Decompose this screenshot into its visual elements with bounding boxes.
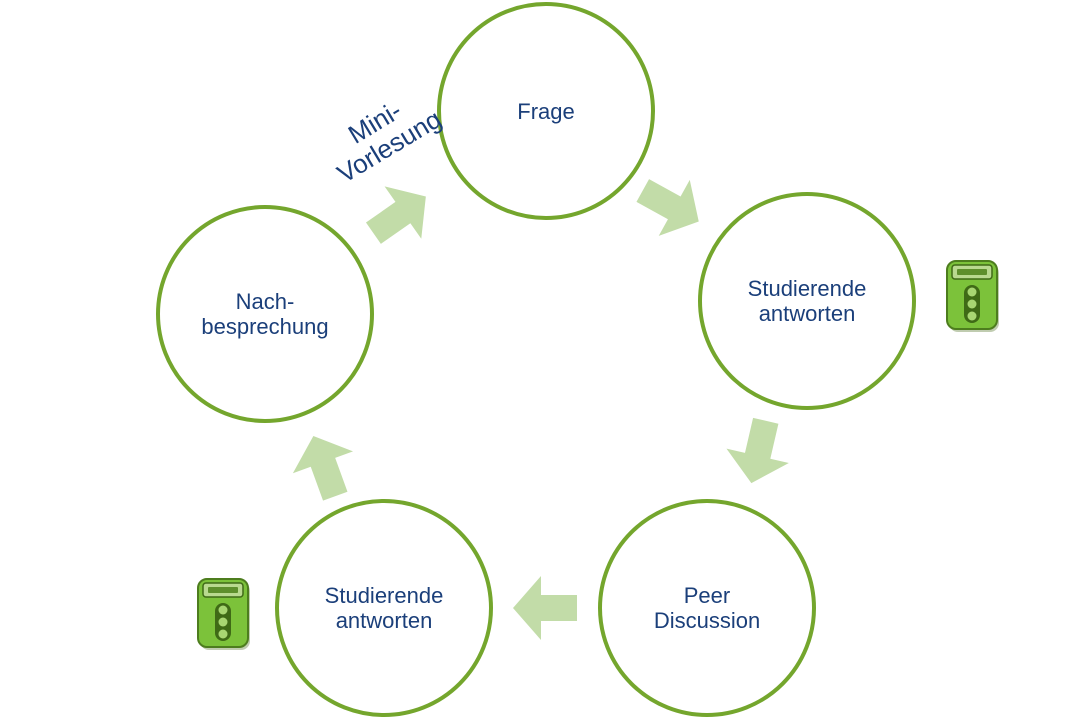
node-studierende-antworten-1: Studierende antworten <box>698 192 916 410</box>
node-label: Frage <box>517 98 575 124</box>
node-label: Discussion <box>653 608 761 633</box>
arrow-frage-to-studierende <box>636 179 699 236</box>
node-label: Studierende <box>747 276 867 301</box>
clicker-icon <box>197 578 250 650</box>
arrow-studierende-to-nachbesprechung <box>292 436 354 501</box>
arrow-studierende-to-peer <box>726 417 789 484</box>
node-label: besprechung <box>201 314 329 339</box>
node-label: Peer <box>683 583 731 608</box>
node-label: Nach- <box>235 289 295 314</box>
node-peer-discussion: Peer Discussion <box>598 499 816 717</box>
node-label: antworten <box>335 608 433 633</box>
node-label: Studierende <box>324 583 444 608</box>
node-frage: Frage <box>437 2 655 220</box>
arrow-peer-to-studierende <box>513 576 577 640</box>
node-nachbesprechung: Nach- besprechung <box>156 205 374 423</box>
node-studierende-antworten-2: Studierende antworten <box>275 499 493 717</box>
arrow-nachbesprechung-to-frage <box>365 186 426 244</box>
clicker-icon <box>946 260 999 332</box>
node-label: antworten <box>758 301 856 326</box>
